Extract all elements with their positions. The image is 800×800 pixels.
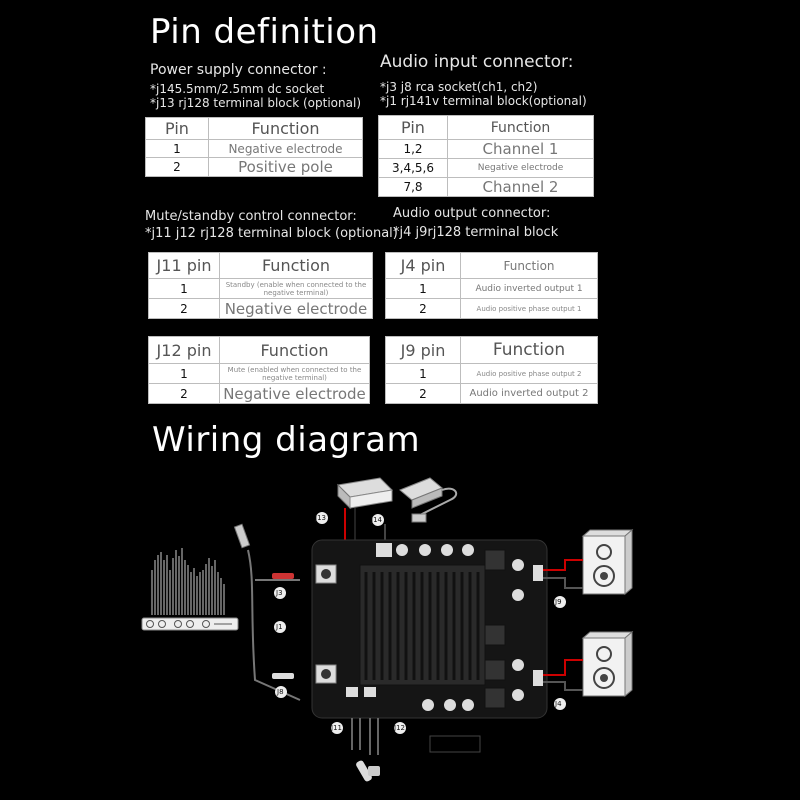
pin-cell: 2 bbox=[145, 157, 209, 177]
pin-cell: 7,8 bbox=[378, 177, 448, 197]
header-pin: J11 pin bbox=[148, 252, 220, 279]
j1-label: J1 bbox=[275, 623, 283, 631]
function-cell: Negative electrode bbox=[208, 139, 363, 158]
pin-cell: 2 bbox=[148, 383, 220, 404]
audio-source-icon bbox=[141, 548, 239, 631]
j11-pin-table: J11 pin Function 1 Standby (enable when … bbox=[148, 252, 373, 319]
j8-label: J8 bbox=[276, 688, 284, 696]
header-pin: J9 pin bbox=[385, 336, 461, 364]
header-pin: Pin bbox=[378, 115, 448, 140]
function-cell: Negative electrode bbox=[219, 298, 373, 319]
function-cell: Audio positive phase output 2 bbox=[460, 363, 598, 384]
header-pin: J12 pin bbox=[148, 336, 220, 364]
header-function: Function bbox=[219, 252, 373, 279]
header-function: Function bbox=[460, 252, 598, 279]
j4-label: J4 bbox=[554, 700, 562, 708]
page-title: Pin definition bbox=[150, 12, 379, 52]
function-cell: Mute (enabled when connected to the nega… bbox=[219, 363, 370, 384]
audio-out-heading: Audio output connector: bbox=[393, 206, 551, 221]
function-cell: Standby (enable when connected to the ne… bbox=[219, 278, 373, 299]
header-pin: J4 pin bbox=[385, 252, 461, 279]
function-cell: Channel 1 bbox=[447, 139, 594, 159]
rca-plug-white-icon bbox=[272, 673, 294, 679]
function-cell: Audio positive phase output 1 bbox=[460, 298, 598, 319]
speaker-2-icon bbox=[581, 630, 634, 698]
function-cell: Negative electrode bbox=[447, 158, 594, 178]
power-supply-icon bbox=[336, 477, 394, 510]
power-note-2: *j13 rj128 terminal block (optional) bbox=[150, 96, 361, 110]
pin-cell: 2 bbox=[385, 383, 461, 404]
header-function: Function bbox=[219, 336, 370, 364]
pin-cell: 1,2 bbox=[378, 139, 448, 159]
function-cell: Audio inverted output 2 bbox=[460, 383, 598, 404]
mute-heading: Mute/standby control connector: bbox=[145, 209, 357, 224]
function-cell: Channel 2 bbox=[447, 177, 594, 197]
pin-cell: 1 bbox=[385, 363, 461, 384]
j3-label: J3 bbox=[275, 589, 283, 597]
pin-cell: 1 bbox=[148, 363, 220, 384]
j13-label: J13 bbox=[314, 514, 326, 522]
switch-icon bbox=[356, 760, 380, 782]
j12-label: J12 bbox=[393, 724, 405, 732]
audio-out-note-1: *j4 j9rj128 terminal block bbox=[393, 225, 559, 240]
function-cell: Negative electrode bbox=[219, 383, 370, 404]
j4-pin-table: J4 pin Function 1 Audio inverted output … bbox=[385, 252, 598, 319]
wiring-title: Wiring diagram bbox=[152, 420, 421, 460]
header-function: Function bbox=[447, 115, 594, 140]
j13-label-dot bbox=[316, 512, 328, 524]
pin-cell: 1 bbox=[148, 278, 220, 299]
mute-note-1: *j11 j12 rj128 terminal block (optional) bbox=[145, 226, 398, 241]
j9-pin-table: J9 pin Function 1 Audio positive phase o… bbox=[385, 336, 598, 404]
audio-in-note-1: *j3 j8 rca socket(ch1, ch2) bbox=[380, 80, 538, 94]
power-note-1: *j145.5mm/2.5mm dc socket bbox=[150, 82, 325, 96]
pin-cell: 1 bbox=[385, 278, 461, 299]
power-heading: Power supply connector : bbox=[150, 62, 327, 78]
power-pin-table: Pin Function 1 Negative electrode 2 Posi… bbox=[145, 117, 363, 177]
header-function: Function bbox=[460, 336, 598, 364]
pin-cell: 1 bbox=[145, 139, 209, 158]
audio-in-pin-table: Pin Function 1,2 Channel 1 3,4,5,6 Negat… bbox=[378, 115, 594, 197]
header-pin: Pin bbox=[145, 117, 209, 140]
pin-cell: 3,4,5,6 bbox=[378, 158, 448, 178]
rca-plug-red-icon bbox=[272, 573, 294, 579]
audio-in-heading: Audio input connector: bbox=[380, 52, 574, 72]
jack-plug-icon bbox=[233, 523, 301, 701]
function-cell: Audio inverted output 1 bbox=[460, 278, 598, 299]
function-cell: Positive pole bbox=[208, 157, 363, 177]
wiring-diagram: J13 J14 J3 bbox=[141, 477, 634, 782]
pin-cell: 2 bbox=[385, 298, 461, 319]
header-function: Function bbox=[208, 117, 363, 140]
amplifier-board-icon bbox=[311, 539, 548, 719]
j9-label: J9 bbox=[554, 598, 562, 606]
j11-label: J11 bbox=[330, 724, 342, 732]
j12-pin-table: J12 pin Function 1 Mute (enabled when co… bbox=[148, 336, 370, 404]
pin-cell: 2 bbox=[148, 298, 220, 319]
j14-label: J14 bbox=[370, 516, 383, 524]
audio-in-note-2: *j1 rj141v terminal block(optional) bbox=[380, 94, 587, 108]
speaker-1-icon bbox=[581, 528, 634, 596]
power-adapter-icon bbox=[399, 477, 458, 523]
